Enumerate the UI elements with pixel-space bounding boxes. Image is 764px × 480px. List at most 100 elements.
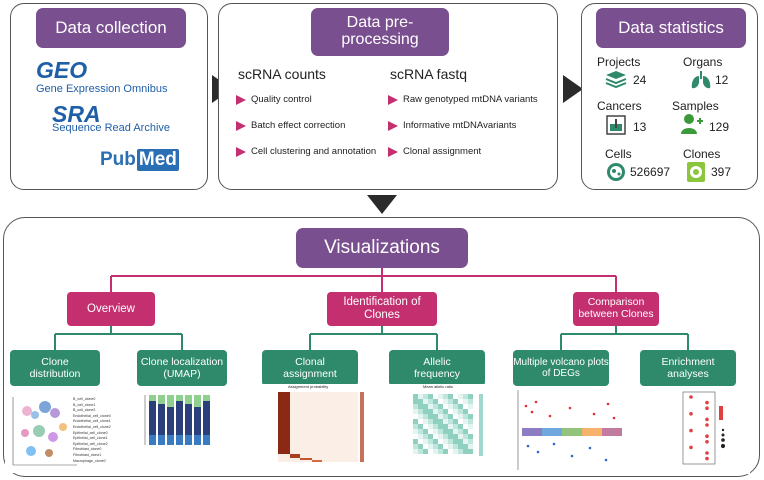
pubmed-logo: Pub Med xyxy=(100,145,179,175)
heatmap-cell xyxy=(418,424,423,429)
category-comparison: Comparison between Clones xyxy=(573,292,659,326)
heatmap-cell xyxy=(423,429,428,434)
step-label: Informative mtDNAvariants xyxy=(403,120,517,131)
heatmap-cell xyxy=(428,439,433,444)
heatmap-cell xyxy=(463,394,468,399)
heatmap-cell xyxy=(423,419,428,424)
heatmap-cell xyxy=(443,399,448,404)
umap-plot xyxy=(12,397,77,466)
stat-label-samples: Samples xyxy=(672,99,719,113)
heatmap-cell xyxy=(448,449,453,454)
pubmed-logo-med: Med xyxy=(136,149,179,171)
legend-item: B_cell_clone2 xyxy=(73,408,96,413)
heatmap-cell xyxy=(463,419,468,424)
heatmap-cell xyxy=(413,434,418,439)
heatmap-cell xyxy=(413,394,418,399)
heatmap-cell xyxy=(433,439,438,444)
enrichment-dot xyxy=(689,395,693,399)
sra-subtitle: Sequence Read Archive xyxy=(52,122,171,134)
leaf-clonal-assignment: Clonal assignment xyxy=(262,350,358,386)
heatmap-cell xyxy=(468,444,473,449)
heatmap-cell xyxy=(448,434,453,439)
heatmap-cell xyxy=(463,439,468,444)
stack-segment xyxy=(185,404,192,435)
heatmap-cell xyxy=(448,429,453,434)
heatmap-cell xyxy=(458,444,463,449)
heatmap-cell xyxy=(453,449,458,454)
step-label: Cell clustering and annotation xyxy=(251,146,377,157)
stack-segment xyxy=(203,395,210,401)
heatmap-cell xyxy=(438,414,443,419)
heatmap-cell xyxy=(438,429,443,434)
heatmap-cell xyxy=(413,419,418,424)
heatmap-cell xyxy=(413,449,418,454)
heatmap-cell xyxy=(443,444,448,449)
heatmap-cell xyxy=(453,429,458,434)
heatmap-cell xyxy=(443,409,448,414)
enrichment-dot xyxy=(705,423,709,427)
geo-logo: GEO xyxy=(36,57,88,83)
legend-item: B_cell_clone0 xyxy=(73,397,96,401)
stack-segment xyxy=(167,407,174,435)
heatmap-cell xyxy=(418,449,423,454)
stack-segment xyxy=(167,395,174,407)
triangle-bullet-icon xyxy=(388,120,398,131)
cell-icon xyxy=(607,163,625,181)
heatmap-cell xyxy=(443,439,448,444)
heatmap-cell xyxy=(428,449,433,454)
heatmap-cell xyxy=(453,409,458,414)
heatmap-cell xyxy=(433,449,438,454)
heatmap-cell xyxy=(458,439,463,444)
stacked-bar-plot xyxy=(144,395,210,445)
heatmap-cell xyxy=(428,424,433,429)
pubmed-logo-pub: Pub xyxy=(100,149,136,170)
heatmap-cell xyxy=(433,429,438,434)
heatmap-cell xyxy=(448,409,453,414)
step-label: Raw genotyped mtDNA variants xyxy=(403,94,538,105)
stat-value-clones: 397 xyxy=(711,165,732,179)
heatmap-cell xyxy=(413,424,418,429)
heatmap-cell xyxy=(433,424,438,429)
legend-item: Endothelial_cell_clone0 xyxy=(73,413,111,418)
heatmap-cell xyxy=(468,449,473,454)
stack-segment xyxy=(167,435,174,445)
person-add-icon xyxy=(681,114,703,134)
heatmap-cell xyxy=(468,404,473,409)
step-batch-effect: Batch effect correction xyxy=(236,120,345,131)
leaf-volcano-plots: Multiple volcano plots of DEGs xyxy=(513,350,609,386)
allelic-heatmap xyxy=(413,394,483,456)
heatmap-cell xyxy=(423,449,428,454)
legend-item: Epithelial_cell_clone0 xyxy=(73,430,108,435)
heatmap-cell xyxy=(443,419,448,424)
stack-segment xyxy=(176,435,183,445)
heatmap-cell xyxy=(458,414,463,419)
geo-subtitle: Gene Expression Omnibus xyxy=(36,83,168,95)
stack-segment xyxy=(158,395,165,404)
heatmap-cell xyxy=(468,409,473,414)
stack-segment xyxy=(149,395,156,401)
heatmap-cell xyxy=(458,429,463,434)
heatmap-cell xyxy=(463,444,468,449)
heatmap-cell xyxy=(423,394,428,399)
triangle-bullet-icon xyxy=(388,94,398,105)
heatmap-cell xyxy=(448,444,453,449)
heatmap-cell xyxy=(423,439,428,444)
stack-segment xyxy=(176,395,183,401)
stack-segment xyxy=(194,395,201,407)
heatmap-cell xyxy=(443,429,448,434)
heatmap-cell xyxy=(453,444,458,449)
stack-segment xyxy=(176,401,183,435)
stat-value-samples: 129 xyxy=(709,120,730,134)
lungs-icon xyxy=(691,71,711,89)
legend-item: Endothelial_cell_clone1 xyxy=(73,419,111,424)
heatmap-cell xyxy=(463,434,468,439)
heatmap-cell xyxy=(428,434,433,439)
heatmap-cell xyxy=(428,404,433,409)
heatmap-cell xyxy=(433,404,438,409)
heatmap-cell xyxy=(423,399,428,404)
heatmap-cell xyxy=(418,429,423,434)
enrichment-dot xyxy=(705,406,709,410)
heatmap-cell xyxy=(458,419,463,424)
heatmap-cell xyxy=(453,424,458,429)
heatmap-cell xyxy=(438,409,443,414)
